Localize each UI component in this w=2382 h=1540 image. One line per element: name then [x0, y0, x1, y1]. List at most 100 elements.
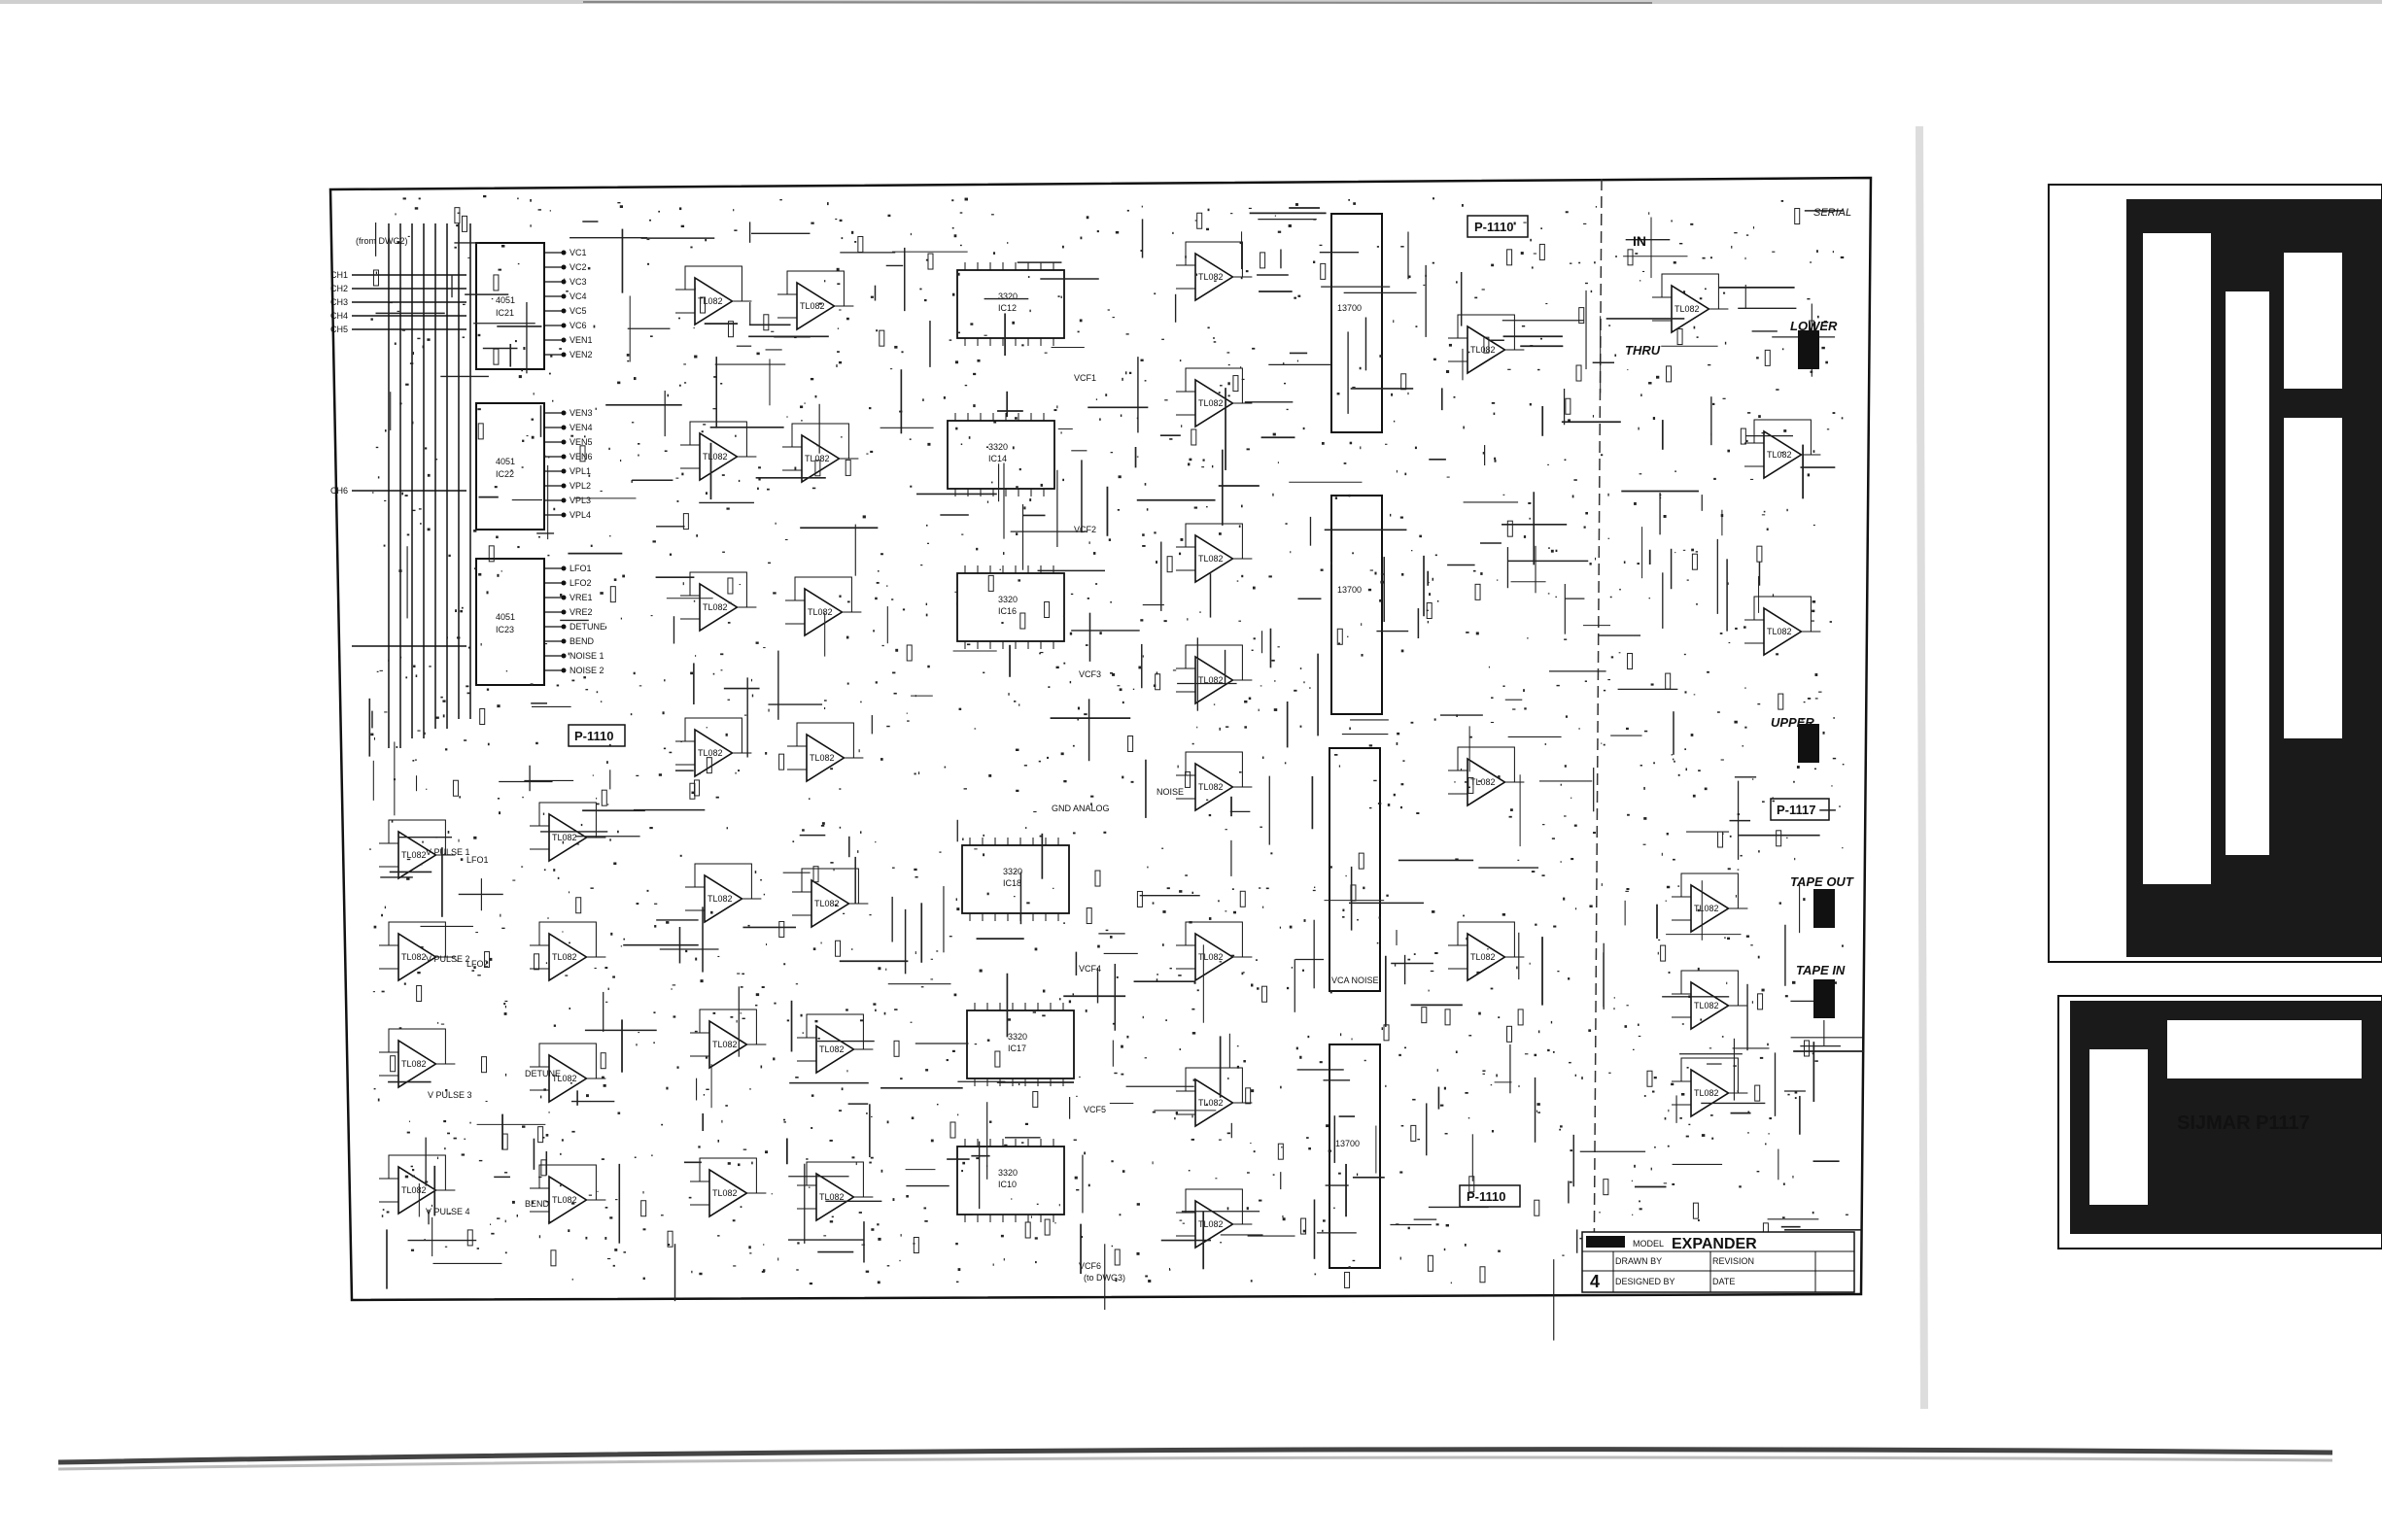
- speck: [1144, 380, 1147, 382]
- speck: [1778, 902, 1781, 905]
- speck: [1769, 1117, 1772, 1120]
- speck: [1463, 426, 1465, 429]
- speck: [1434, 951, 1438, 955]
- svg-text:TL082: TL082: [1767, 450, 1792, 460]
- svg-text:TL082: TL082: [1198, 272, 1224, 282]
- mux-out-label: NOISE 1: [570, 651, 604, 661]
- speck: [1105, 929, 1109, 932]
- speck: [814, 394, 817, 398]
- speck: [651, 1154, 653, 1157]
- speck: [1583, 222, 1587, 224]
- speck: [740, 1012, 742, 1014]
- speck: [412, 352, 415, 356]
- speck: [1058, 998, 1061, 1001]
- resistor: [1383, 1024, 1390, 1042]
- speck: [1638, 1023, 1640, 1026]
- speck: [1607, 493, 1609, 496]
- mux-out-node: [561, 624, 567, 630]
- opamp: TL082: [1672, 1057, 1748, 1118]
- speck: [1012, 321, 1016, 325]
- speck: [1026, 902, 1030, 905]
- speck: [1303, 681, 1305, 684]
- speck: [1110, 600, 1112, 603]
- speck: [1219, 961, 1223, 963]
- speck: [1491, 263, 1495, 267]
- speck: [810, 377, 814, 381]
- speck: [454, 246, 457, 249]
- speck: [877, 1223, 880, 1226]
- speck: [1381, 1027, 1384, 1031]
- speck: [1666, 885, 1671, 889]
- speck: [1523, 689, 1525, 692]
- speck: [1246, 1207, 1249, 1211]
- speck: [693, 326, 695, 329]
- speck: [405, 383, 409, 386]
- speck: [1476, 971, 1480, 975]
- speck: [543, 869, 546, 872]
- svg-text:TL082: TL082: [698, 296, 723, 306]
- speck: [1404, 1046, 1407, 1049]
- resistor: [1350, 884, 1357, 902]
- speck: [606, 1257, 611, 1260]
- speck: [1214, 280, 1217, 282]
- opamp: TL082: [797, 1013, 874, 1075]
- speck: [636, 1044, 638, 1046]
- speck: [1481, 289, 1485, 291]
- speck: [1074, 1176, 1078, 1180]
- speck: [1668, 971, 1671, 974]
- drawn-by-label: DRAWN BY: [1615, 1256, 1662, 1266]
- speck: [514, 339, 517, 343]
- label-thru: THRU: [1625, 343, 1661, 358]
- speck: [1399, 516, 1403, 519]
- speck: [1729, 835, 1732, 838]
- speck: [672, 984, 676, 986]
- speck: [1560, 1125, 1563, 1128]
- speck: [1194, 220, 1197, 222]
- speck: [802, 829, 805, 832]
- speck: [1757, 703, 1761, 705]
- speck: [1589, 905, 1593, 907]
- speck: [1529, 962, 1531, 965]
- speck: [413, 665, 416, 667]
- speck: [426, 788, 428, 790]
- speck: [939, 851, 942, 853]
- speck: [786, 416, 788, 418]
- speck: [1498, 1249, 1501, 1252]
- speck: [876, 581, 880, 584]
- mux-out-node: [561, 250, 567, 256]
- speck: [586, 1094, 589, 1098]
- speck: [406, 1131, 410, 1134]
- mux-ref-ic23: IC23: [496, 625, 514, 634]
- speck: [1015, 748, 1019, 751]
- vca-part: 13700: [1337, 303, 1362, 313]
- speck: [960, 443, 963, 446]
- opamp: TL082: [785, 576, 862, 637]
- pcb-label: SIJMAR P1117: [2177, 1112, 2310, 1134]
- speck: [1653, 1077, 1657, 1079]
- model-label: MODEL: [1633, 1239, 1664, 1249]
- speck: [1021, 344, 1024, 347]
- speck: [596, 797, 598, 800]
- speck: [497, 1217, 501, 1219]
- speck: [913, 1243, 915, 1245]
- speck: [728, 601, 732, 604]
- speck: [1226, 1132, 1231, 1135]
- opamp: TL082: [690, 1157, 767, 1218]
- speck: [742, 1148, 747, 1150]
- speck: [1380, 573, 1384, 575]
- speck: [878, 1237, 881, 1241]
- misc-signal-label: NOISE: [1156, 787, 1184, 797]
- svg-text:TL082: TL082: [552, 1074, 577, 1083]
- speck: [1496, 1074, 1498, 1078]
- speck: [690, 246, 693, 249]
- speck: [1034, 1237, 1038, 1240]
- speck: [886, 725, 890, 728]
- mux-out-node: [561, 667, 567, 673]
- speck: [406, 877, 410, 880]
- speck: [962, 1161, 966, 1165]
- speck: [751, 1161, 753, 1165]
- speck: [857, 850, 859, 853]
- speck: [694, 355, 698, 359]
- speck: [1603, 743, 1605, 746]
- speck: [925, 258, 929, 261]
